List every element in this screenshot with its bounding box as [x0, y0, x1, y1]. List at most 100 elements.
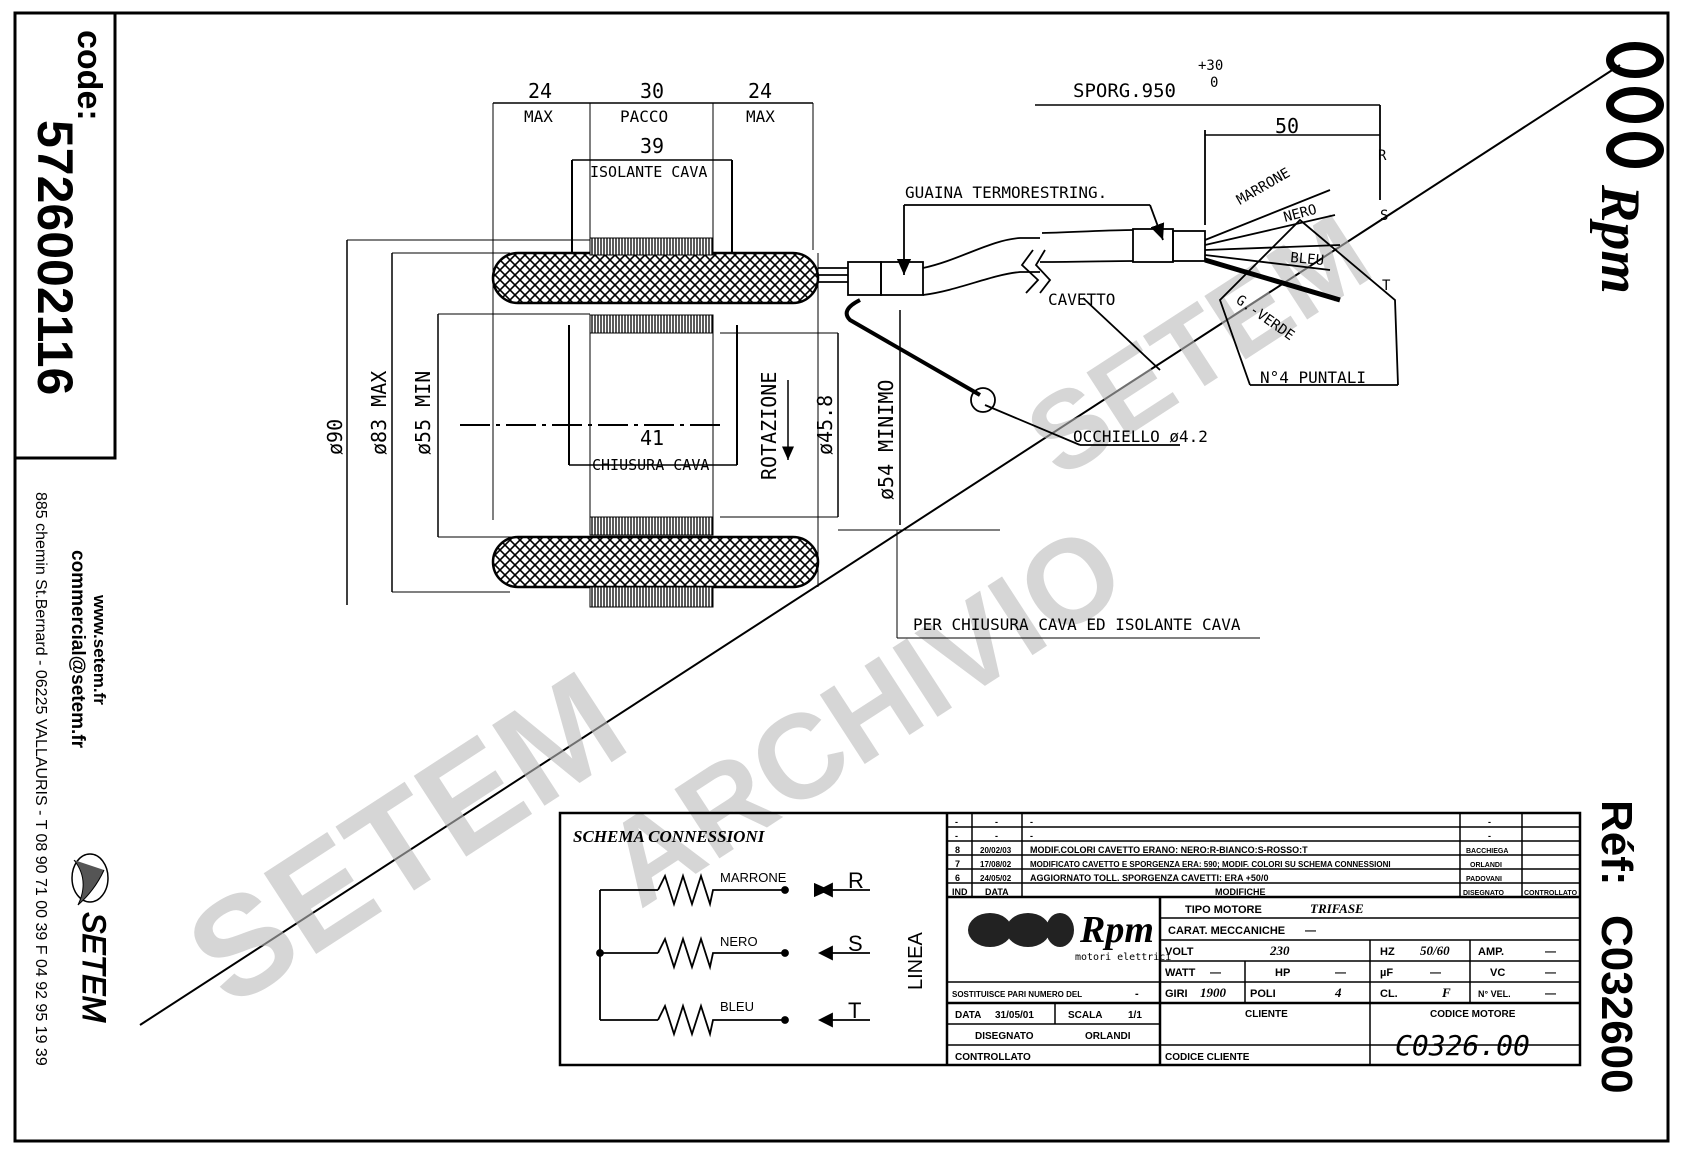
hz-value: 50/60 [1420, 943, 1450, 958]
setem-brand: SETEM [76, 912, 112, 1023]
schema-circuit [596, 873, 870, 1038]
svg-text:-: - [1488, 817, 1491, 827]
rpm-brand: Rpm [1589, 184, 1651, 294]
uf-value: — [1430, 967, 1441, 979]
sheet-border [13, 11, 1670, 1143]
schema-wire-1: MARRONE [720, 870, 787, 885]
dim-30: 30 [640, 79, 664, 103]
setem-bird-logo-icon [71, 853, 109, 906]
schema-box [558, 811, 1582, 1067]
volt-value: 230 [1269, 943, 1290, 958]
cl-value: F [1441, 985, 1451, 1000]
data-label: DATA [955, 1010, 981, 1021]
sostituisce-label: SOSTITUISCE PARI NUMERO DEL [952, 990, 1082, 999]
chiusura-label: CHIUSURA CAVA [592, 456, 709, 474]
svg-text:24/05/02: 24/05/02 [980, 874, 1012, 883]
codice-motore-label: CODICE MOTORE [1430, 1009, 1516, 1020]
poli-label: POLI [1250, 988, 1276, 1000]
svg-text:7: 7 [955, 859, 960, 869]
rotation-label: ROTAZIONE [757, 372, 781, 480]
titleblock-logo-sub: motori elettrici [1075, 952, 1171, 963]
schema-phase-3: T [848, 998, 861, 1023]
svg-text:MODIFICATO CAVETTO E SPORGENZA: MODIFICATO CAVETTO E SPORGENZA ERA: 590;… [1030, 860, 1391, 869]
svg-text:-: - [1488, 831, 1491, 841]
rpm-logo-icon [1606, 42, 1664, 168]
occhiello-label: OCCHIELLO ø4.2 [1073, 427, 1208, 446]
uf-label: µF [1380, 967, 1393, 979]
nvel-label: N° VEL. [1478, 989, 1511, 999]
puntali-label: N°4 PUNTALI [1260, 368, 1366, 387]
email-link[interactable]: commercial@setem.fr [67, 550, 88, 749]
dim-d90: ø90 [323, 419, 347, 455]
svg-text:-: - [1030, 831, 1033, 841]
titleblock-grid [947, 897, 1580, 1065]
svg-text:AGGIORNATO TOLL. SPORGENZA CAV: AGGIORNATO TOLL. SPORGENZA CAVETTI: ERA … [1030, 873, 1268, 883]
tipo-value: TRIFASE [1310, 901, 1364, 916]
stator-drawing [346, 102, 1260, 639]
svg-text:8: 8 [955, 845, 960, 855]
code-label: code: [70, 30, 108, 121]
svg-text:17/08/02: 17/08/02 [980, 860, 1012, 869]
ref-label: Réf: [1592, 800, 1641, 886]
term-s-label: S [1380, 208, 1388, 224]
wire-bleu-label: BLEU [1290, 250, 1325, 269]
revision-row: ---- [955, 831, 1491, 841]
ref-value: C032600 [1592, 915, 1641, 1094]
amp-label: AMP. [1478, 946, 1504, 958]
svg-text:-: - [995, 817, 998, 827]
svg-text:-: - [955, 831, 958, 841]
schema-phase-1: R [848, 868, 864, 893]
dim-39: 39 [640, 134, 664, 158]
schema-title: SCHEMA CONNESSIONI [573, 827, 766, 846]
codice-motore-value: C0326.00 [1395, 1029, 1530, 1062]
scala-value: 1/1 [1128, 1010, 1142, 1021]
titleblock-logo: Rpm [1079, 909, 1154, 951]
vc-value: — [1545, 967, 1556, 979]
svg-text:-: - [955, 817, 958, 827]
schema-phase-2: S [848, 931, 863, 956]
hp-value: — [1335, 967, 1346, 979]
dim-24-right: 24 [748, 79, 772, 103]
poli-value: 4 [1334, 985, 1342, 1000]
cavetto-label: CAVETTO [1048, 290, 1115, 309]
guaina-label: GUAINA TERMORESTRING. [905, 183, 1107, 202]
rev-header-data: DATA [985, 887, 1009, 897]
dim-24-left-sub: MAX [524, 107, 553, 126]
giri-label: GIRI [1165, 988, 1188, 1000]
dim-d83: ø83 MAX [367, 371, 391, 455]
data-value: 31/05/01 [995, 1010, 1034, 1021]
svg-text:-: - [995, 831, 998, 841]
watt-value: — [1210, 967, 1221, 979]
sporg-label: SPORG.950 [1073, 80, 1176, 102]
wire-marrone-label: MARRONE [1234, 165, 1293, 208]
volt-label: VOLT [1165, 946, 1194, 958]
hz-label: HZ [1380, 946, 1395, 958]
watermark-setem-2: SETEM [1006, 191, 1391, 501]
schema-wire-2: NERO [720, 934, 758, 949]
per-chiusura-label: PER CHIUSURA CAVA ED ISOLANTE CAVA [913, 615, 1241, 634]
disegnato-value: ORLANDI [1085, 1031, 1131, 1042]
dim-d458: ø45.8 [813, 395, 837, 455]
revision-row: ---- [955, 817, 1491, 827]
address-text: 885 chemin St.Bernard - 06225 VALLAURIS … [32, 492, 49, 1066]
dim-24-left: 24 [528, 79, 552, 103]
revision-row: 7 17/08/02 MODIFICATO CAVETTO E SPORGENZA … [955, 859, 1502, 869]
website-link[interactable]: www.setem.fr [90, 594, 109, 705]
sporg-tol-bottom: 0 [1210, 75, 1218, 91]
dim-50: 50 [1275, 114, 1299, 138]
dim-30-sub: PACCO [620, 107, 668, 126]
rev-header-mod: MODIFICHE [1215, 887, 1266, 897]
code-box [13, 11, 117, 460]
rev-header-ind: IND [952, 887, 968, 897]
schema-wire-3: BLEU [720, 999, 754, 1014]
watermark-line [139, 64, 1621, 1026]
scala-label: SCALA [1068, 1010, 1102, 1021]
hp-label: HP [1275, 967, 1290, 979]
nvel-value: — [1545, 988, 1556, 1000]
watt-label: WATT [1165, 967, 1196, 979]
sporg-tol-top: +30 [1198, 58, 1223, 74]
dim-24-right-sub: MAX [746, 107, 775, 126]
cliente-label: CLIENTE [1245, 1009, 1288, 1020]
